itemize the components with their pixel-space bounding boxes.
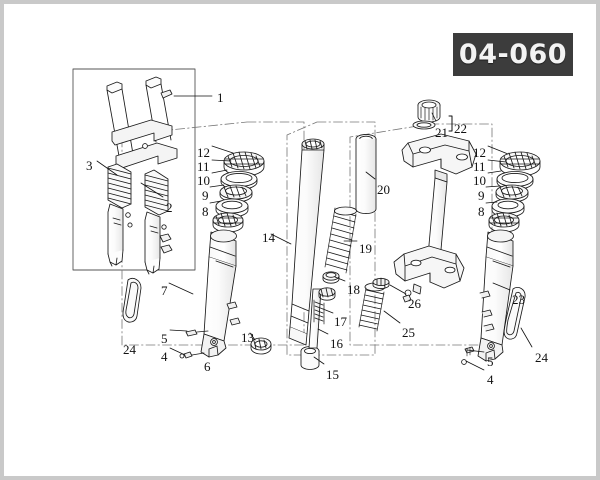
part-triple-clamp-assembly <box>393 133 477 303</box>
part-slider-bushing-right <box>503 287 526 340</box>
part-lower-bearing-cage-right <box>488 212 520 233</box>
part-collar-18 <box>322 271 340 284</box>
part-dust-seal-right <box>496 171 534 190</box>
part-upper-bearing-cage-left <box>223 151 265 177</box>
part-top-nut-21 <box>417 99 441 123</box>
diagram-canvas <box>72 68 541 371</box>
part-seal-ring-left <box>215 198 249 218</box>
part-steering-stem-tube-20 <box>355 133 377 215</box>
part-bush-13 <box>250 337 272 355</box>
leader-lines <box>96 95 533 371</box>
part-nut-18b <box>318 287 336 301</box>
part-cap-26 <box>372 277 390 289</box>
part-fork-slider-right <box>461 229 514 365</box>
part-inner-fork-tube-14 <box>288 138 325 346</box>
part-bush-15 <box>300 346 320 370</box>
part-rebound-spring-17 <box>313 299 325 325</box>
part-complete-fork-assembly <box>106 76 178 275</box>
part-fork-slider-left <box>179 229 241 359</box>
page-code-label: 04-060 <box>458 39 568 70</box>
part-lower-bearing-cage-left <box>212 212 244 233</box>
part-bearing-stack-left <box>212 151 265 233</box>
part-fork-spring-19 <box>324 206 357 274</box>
part-fork-gaiter-left <box>107 163 132 209</box>
part-washer-22 <box>412 120 436 130</box>
part-slider-bushing-left <box>122 278 142 323</box>
part-bearing-stack-right <box>488 151 541 233</box>
part-dust-seal-left <box>220 171 258 190</box>
page-code-badge: 04-060 <box>453 33 573 76</box>
part-spring-25 <box>358 282 386 332</box>
bracket-21-22 <box>448 115 453 132</box>
part-damper-assembly <box>300 206 357 370</box>
group-complete-fork-assembly-box <box>72 68 196 271</box>
